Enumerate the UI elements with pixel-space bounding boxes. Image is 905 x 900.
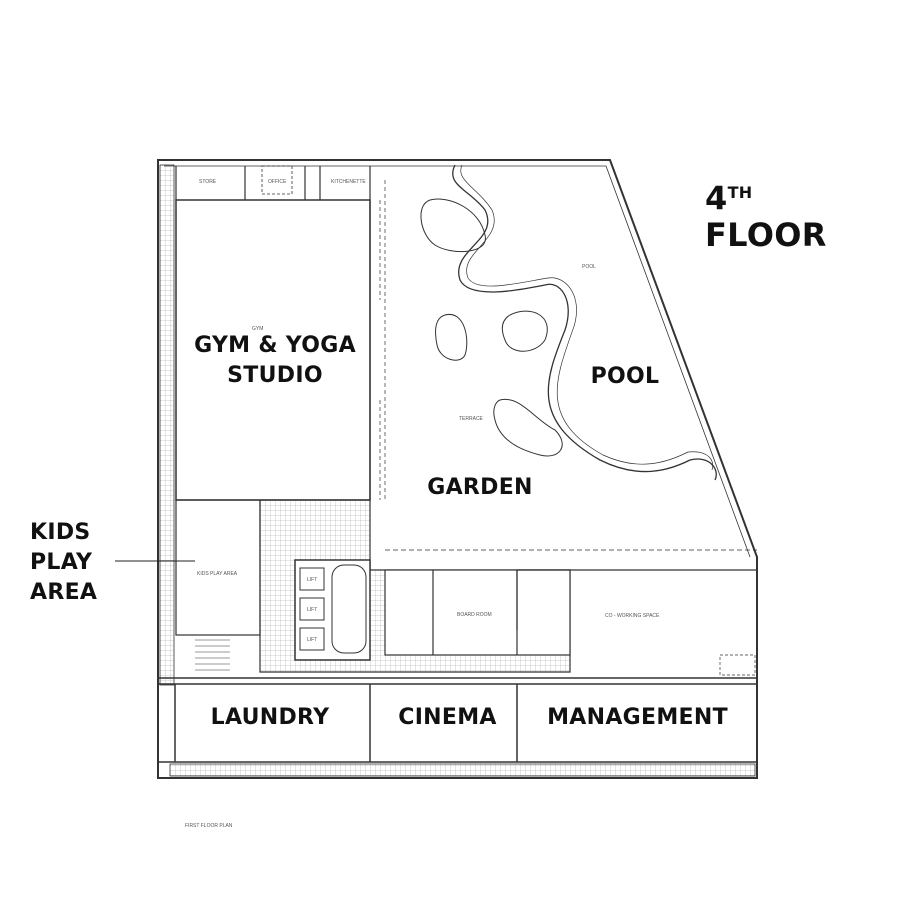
floor-superscript: TH	[727, 183, 753, 202]
planter	[435, 314, 468, 361]
label-lift-3: LIFT	[307, 637, 318, 643]
zone-gym: GYM & YOGA STUDIO	[194, 333, 356, 388]
plan-caption: FIRST FLOOR PLAN	[185, 823, 233, 829]
kids-room	[175, 499, 261, 636]
label-coworking: CO - WORKING SPACE	[605, 613, 660, 619]
zone-management: MANAGEMENT	[547, 705, 728, 730]
bottom-colonnade	[169, 763, 756, 777]
left-colonnade	[159, 164, 175, 686]
zone-pool: POOL	[590, 364, 660, 389]
label-lift-1: LIFT	[307, 577, 318, 583]
floor-title: 4TH FLOOR	[705, 175, 827, 253]
label-office: OFFICE	[268, 179, 287, 185]
zone-garden: GARDEN	[427, 475, 533, 500]
label-terrace: TERRACE	[459, 416, 483, 422]
label-board-room: BOARD ROOM	[457, 612, 492, 618]
label-lift-2: LIFT	[307, 607, 318, 613]
floor-number: 4	[705, 179, 728, 218]
floor-word: FLOOR	[705, 215, 827, 254]
planter	[501, 310, 548, 352]
building-outline	[157, 159, 758, 779]
label-store: STORE	[199, 179, 217, 185]
label-pool: POOL	[582, 264, 596, 270]
zone-cinema: CINEMA	[398, 705, 497, 730]
label-kids-play-area: KIDS PLAY AREA	[197, 571, 238, 577]
zone-laundry: LAUNDRY	[210, 705, 330, 730]
planter	[420, 198, 486, 253]
pool-outline	[452, 164, 717, 481]
label-kitchenette: KITCHENETTE	[331, 179, 366, 185]
planter	[493, 398, 563, 457]
zone-kids: KIDS PLAY AREA	[30, 520, 98, 605]
label-gym: GYM	[252, 326, 264, 332]
